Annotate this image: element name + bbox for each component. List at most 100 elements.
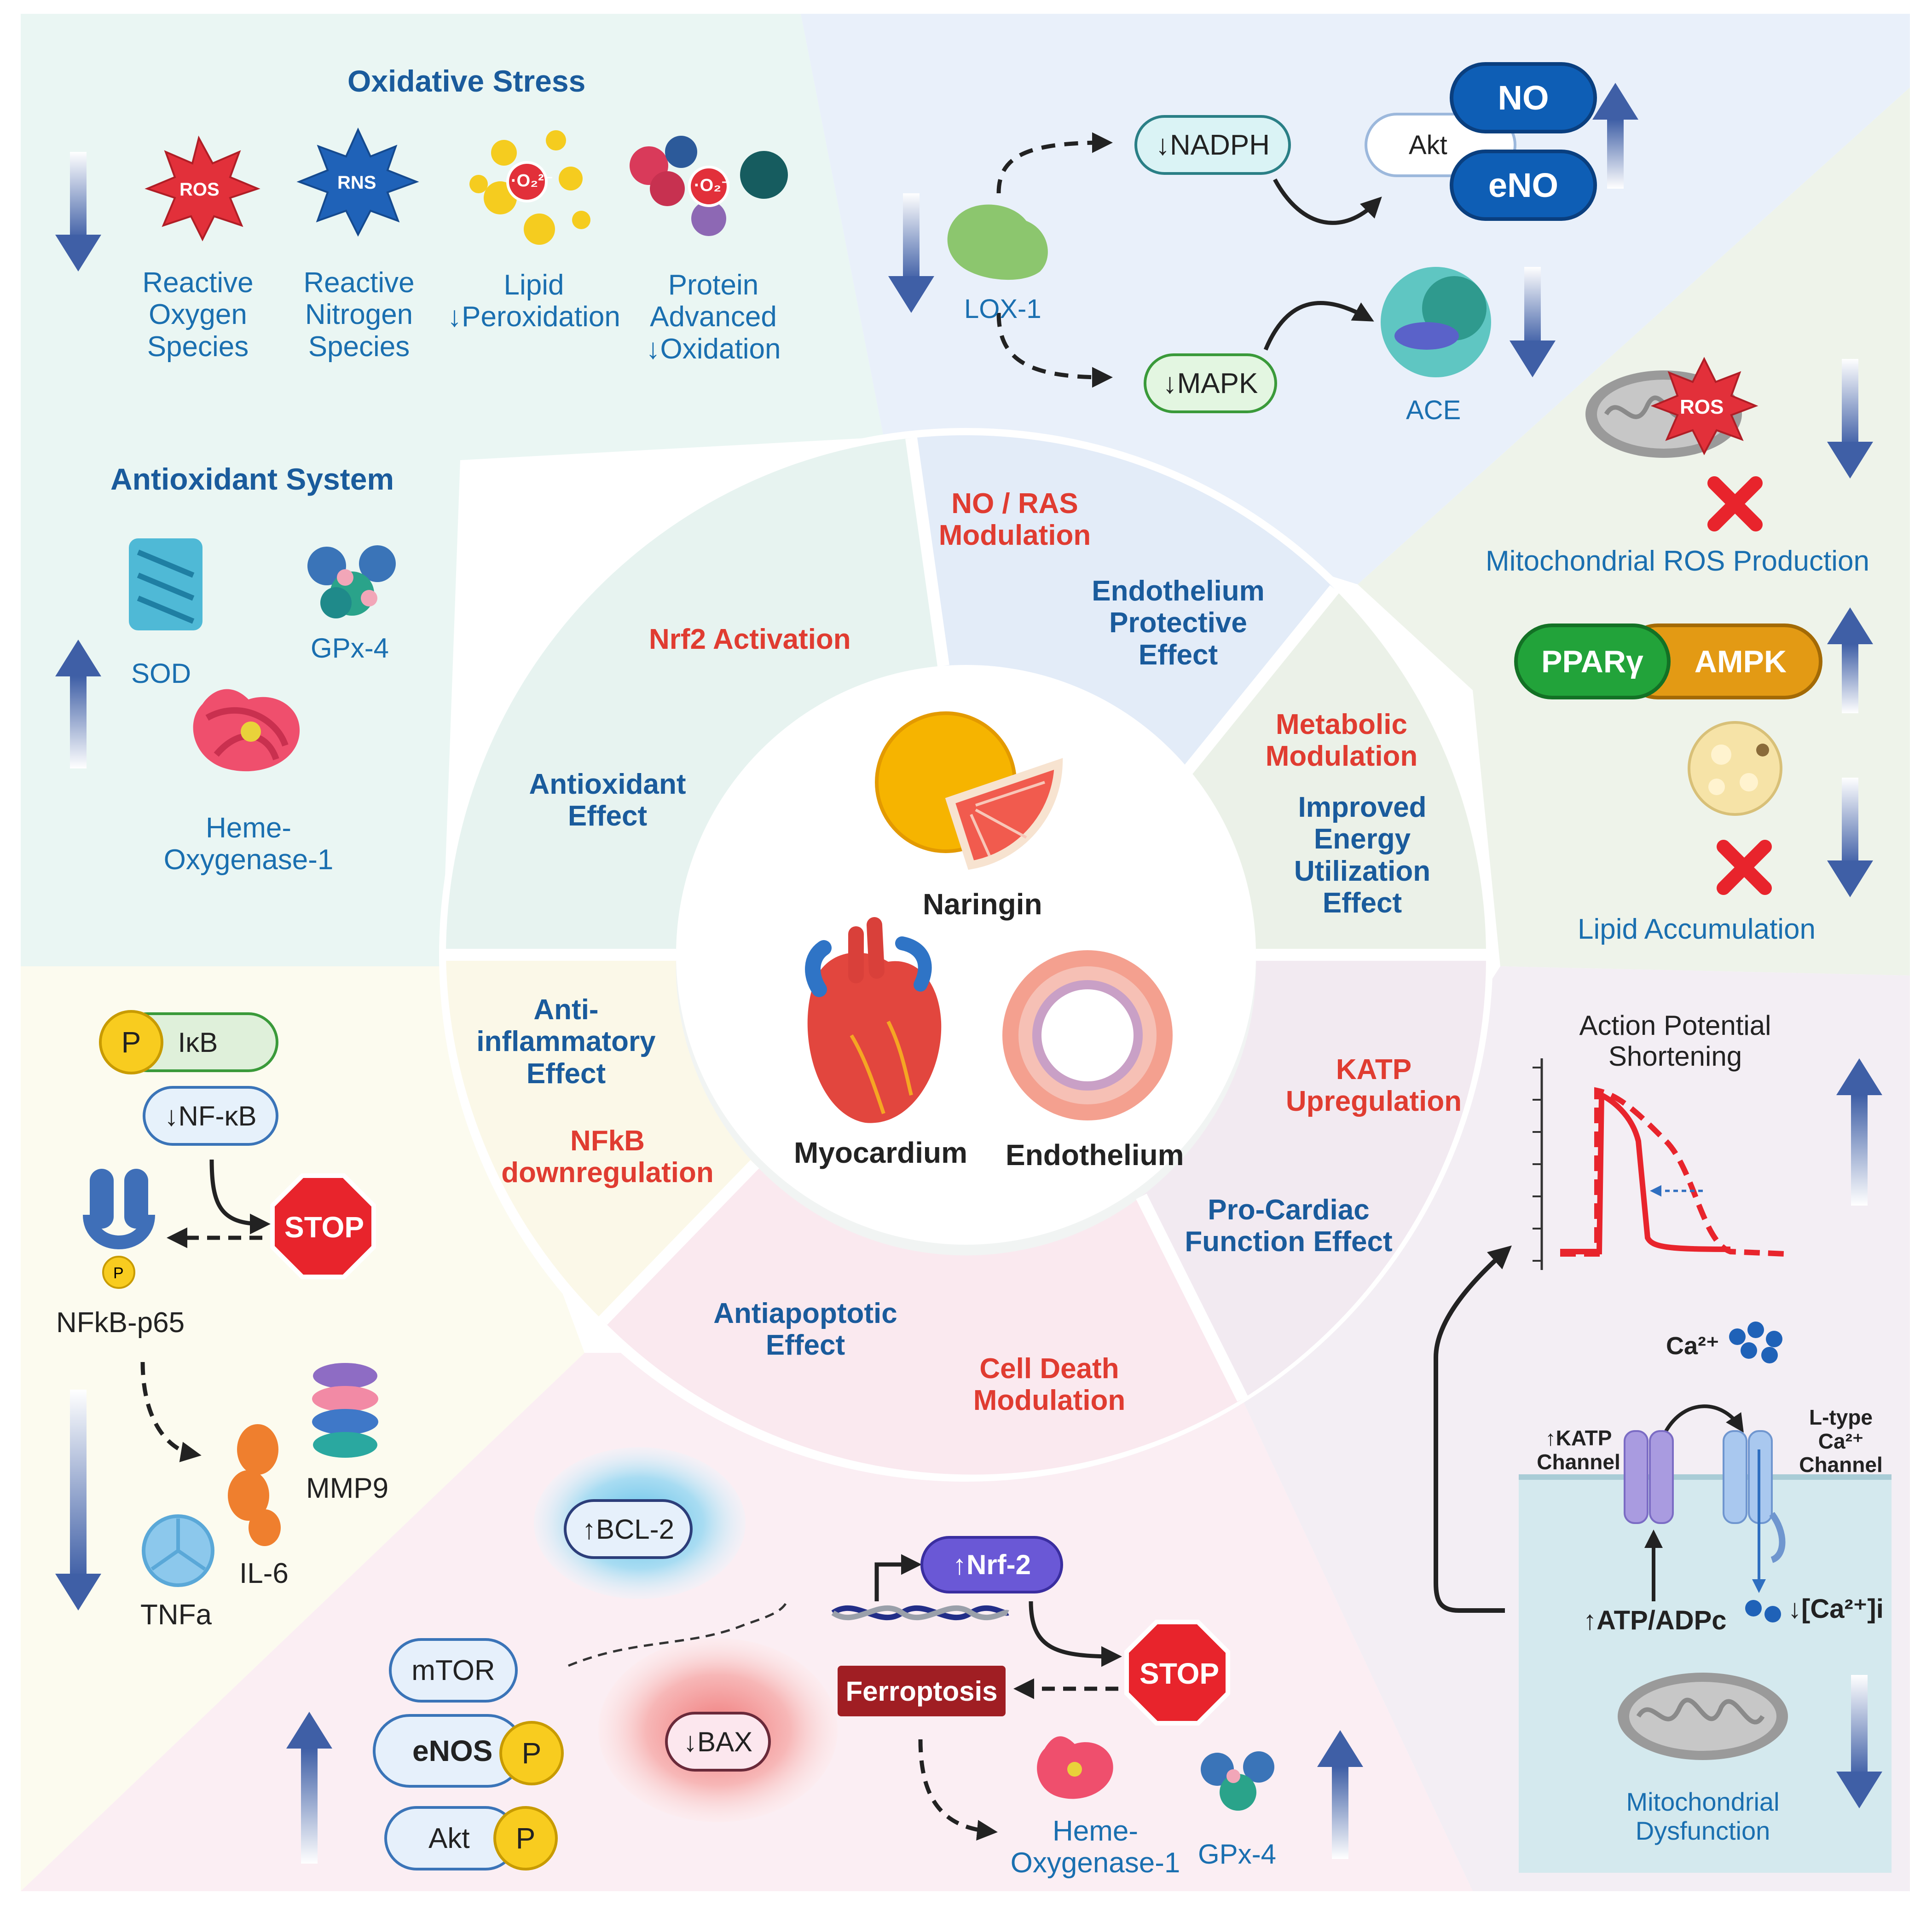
ring-energy-effect: Improved Energy Utilization Effect [1294,791,1431,919]
lipid-droplets-icon [469,130,590,245]
ring-cell-death-modulation: Cell Death Modulation [973,1353,1126,1417]
mito-ros-badge-text: ROS [1680,396,1724,418]
intracellular-calcium-label: ↓[Ca²⁺]i [1788,1594,1884,1624]
ppar-pill: PPARγ [1514,623,1671,699]
decrease-arrow-mito-dysfunction [1836,1675,1882,1808]
myocardium-label: Myocardium [794,1136,967,1169]
nadph-pill: ↓NADPH [1134,115,1291,175]
calcium-ions [1729,1322,1782,1363]
eno-pill: eNO [1450,150,1597,221]
ring-sector-no-ras [911,435,1335,782]
ring-sector-antioxidant [446,438,943,955]
increase-arrow-survival [286,1712,332,1864]
mitochondrion-icon-dysfunction [1618,1673,1788,1760]
endothelium-label: Endothelium [1006,1138,1184,1172]
ikb-phospho: P [99,1010,163,1074]
ring-antioxidant-effect: Antioxidant Effect [529,768,686,832]
lipid-accumulation-label: Lipid Accumulation [1578,913,1816,945]
antioxidant-system-title: Antioxidant System [110,462,394,496]
nrf2-pill: ↑Nrf-2 [920,1536,1063,1593]
grapefruit-icon [875,711,1063,870]
oxidative-stress-title: Oxidative Stress [347,64,586,98]
stop-text-ferroptosis: STOP [1140,1657,1220,1690]
calcium-label: Ca²⁺ [1666,1332,1719,1360]
action-potential-plot [1533,1058,1786,1270]
arrow-nrf2-stop [1029,1601,1122,1667]
dna-icon [831,1605,1009,1621]
decrease-arrow-inflammation [55,1390,101,1611]
lox1-label: LOX-1 [964,294,1041,324]
ltype-channel-icon [1723,1430,1786,1563]
calcium-ions-intracellular [1745,1600,1781,1622]
protein-oxidation-icon [630,136,788,236]
akt-phospho: P [493,1806,558,1870]
ring-nrf2-activation: Nrf2 Activation [649,623,851,655]
arrow-lox1-mapk [996,312,1113,388]
ring-antiapoptotic-effect: Antiapoptotic Effect [713,1298,897,1362]
ring-sector-inflammation [446,955,755,1321]
adipocyte-icon [1688,721,1782,816]
increase-arrow-ap [1836,1058,1882,1206]
arrow-nadph-akt [1273,178,1382,225]
increase-arrow-antioxidant-2 [1317,1730,1363,1859]
sod-protein-icon [129,538,202,630]
panel-inflammation [21,966,584,1891]
ring-katp-upregulation: KATP Upregulation [1285,1054,1462,1118]
ring-anti-inflammatory-effect: Anti- inflammatory Effect [476,994,656,1090]
nfkb-pill: ↓NF-κB [143,1086,278,1146]
il6-protein-icon [228,1424,281,1546]
heme-oxygenase-icon [193,689,300,772]
action-potential-title: Action Potential Shortening [1579,1010,1771,1072]
mtor-pill: mTOR [389,1638,518,1703]
ring-sector-metabolic [1178,589,1486,955]
arrow-katp-ltype [1664,1404,1744,1433]
rns-badge-text: RNS [337,173,376,193]
gpx4-protein-icon-2 [1201,1751,1274,1811]
katp-channel-label: ↑KATP Channel [1537,1426,1620,1474]
mito-ros-burst-icon [1650,357,1758,456]
increase-arrow-antioxidant [55,640,101,768]
decrease-arrow-lipid [1827,778,1873,897]
arrow-mapk-ace [1263,300,1374,351]
ring-sector-apoptosis [603,1164,1243,1475]
decrease-arrow-mito-ros [1827,359,1873,479]
heme-oxygenase-icon-2 [1037,1736,1113,1799]
arrow-feedback-ap [1434,1245,1512,1613]
ltype-channel-label: L-type Ca²⁺ Channel [1799,1405,1883,1477]
gpx4-label-2: GPx-4 [1198,1839,1277,1870]
transcription-arrow [874,1554,922,1601]
ring-sector-cardiac [1141,955,1487,1399]
separator-dashed-line [568,1600,788,1667]
ros-burst-icon [145,135,260,242]
blood-vessel-icon [1002,950,1173,1120]
arrow-ferroptosis-ho1 [918,1739,998,1841]
stop-sign-icon-ferroptosis [1124,1620,1230,1726]
ros-badge-text: ROS [179,179,220,200]
stop-text-nfkb: STOP [284,1211,364,1244]
arrow-nfkb-stop [209,1159,271,1235]
mapk-pill: ↓MAPK [1144,353,1277,413]
mito-dysfunction-label: Mitochondrial Dysfunction [1626,1787,1780,1845]
ferroptosis-box: Ferroptosis [838,1666,1006,1716]
bax-pill: ↓BAX [665,1712,771,1772]
sod-label: SOD [131,658,191,689]
cross-icon-lipid [1717,840,1772,895]
enos-phospho: P [499,1721,564,1785]
mito-ros-label: Mitochondrial ROS Production [1486,545,1869,577]
decrease-arrow-oxidative [55,152,101,271]
stop-sign-icon-nfkb [270,1173,376,1279]
effect-ring [439,428,1493,1482]
bcl2-pill: ↑BCL-2 [564,1499,693,1559]
ring-endothelium-effect: Endothelium Protective Effect [1092,575,1265,671]
protein-oxidation-label: Protein Advanced ↓Oxidation [646,269,781,365]
increase-arrow-ppar [1827,607,1873,713]
nfkb-p65-label: NFkB-p65 [56,1307,185,1339]
tnfa-protein-icon [142,1514,214,1587]
katp-channel-icon [1624,1430,1674,1524]
atp-adp-label: ↑ATP/ADPc [1583,1605,1727,1635]
naringin-label: Naringin [923,888,1042,921]
heme-oxygenase-label-2: Heme- Oxygenase-1 [1010,1815,1180,1879]
cross-icon-mito [1707,476,1763,531]
rns-burst-icon [296,127,419,237]
